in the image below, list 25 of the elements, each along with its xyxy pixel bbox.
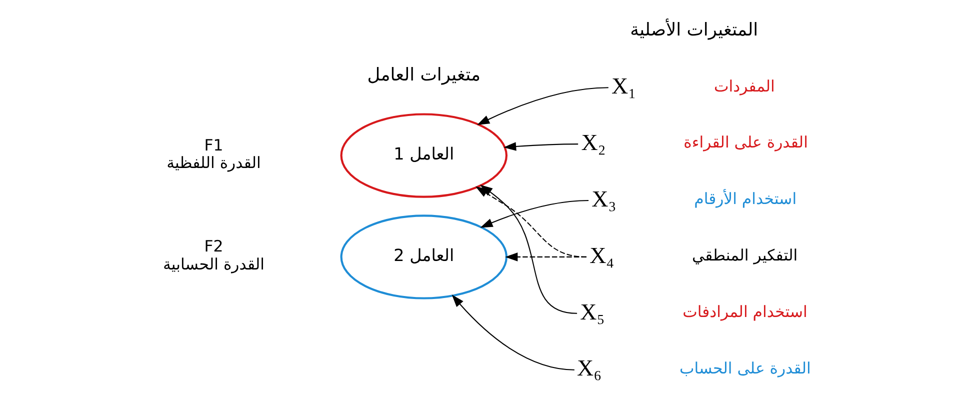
arrow [451,294,574,370]
arrow [476,87,608,126]
node-label: القدرة اللفظية [166,153,260,172]
node-text: X₂ [580,130,606,155]
label: متغيرات العامل [366,65,480,86]
node-label: استخدام المرادفات [682,302,807,322]
node-ellipse: العامل 2 [340,214,508,300]
node-label: القدرة الحسابية [162,254,264,274]
node-label: F2 [204,236,223,256]
node-label: التفكير المنطقي [692,246,798,265]
arrow [504,252,586,262]
node-label: القدرة على الحساب [678,358,810,378]
node-text: X₄ [589,242,614,268]
node-text: X₁ [611,73,636,98]
node-label: استخدام الأرقام [694,189,796,208]
node-label: المفردات [713,76,774,96]
node-text: X₃ [591,186,616,212]
arrow [480,184,577,314]
arrow [480,200,588,228]
arrow [503,142,578,151]
node-text: X₅ [580,299,604,324]
label: المتغيرات الأصلية [630,20,758,40]
node-label: القدرة على القراءة [683,132,808,152]
node-label: F1 [204,135,223,154]
node-text: X₆ [576,356,602,381]
